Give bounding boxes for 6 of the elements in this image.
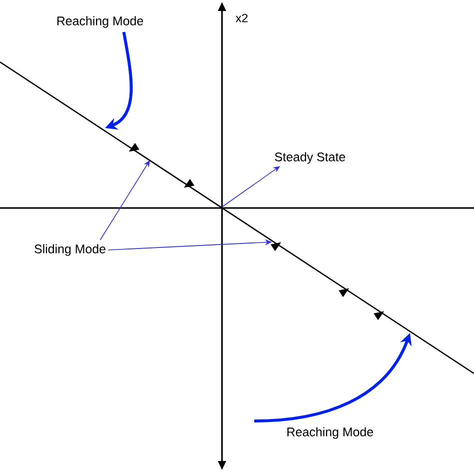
text-label: Sliding Mode [34, 244, 106, 256]
text-label: Reaching Mode [57, 16, 144, 28]
text-label: Reaching Mode [287, 427, 374, 439]
leader-line [100, 160, 150, 240]
text-label: Steady State [274, 152, 346, 164]
axis-label: x2 [236, 14, 248, 22]
